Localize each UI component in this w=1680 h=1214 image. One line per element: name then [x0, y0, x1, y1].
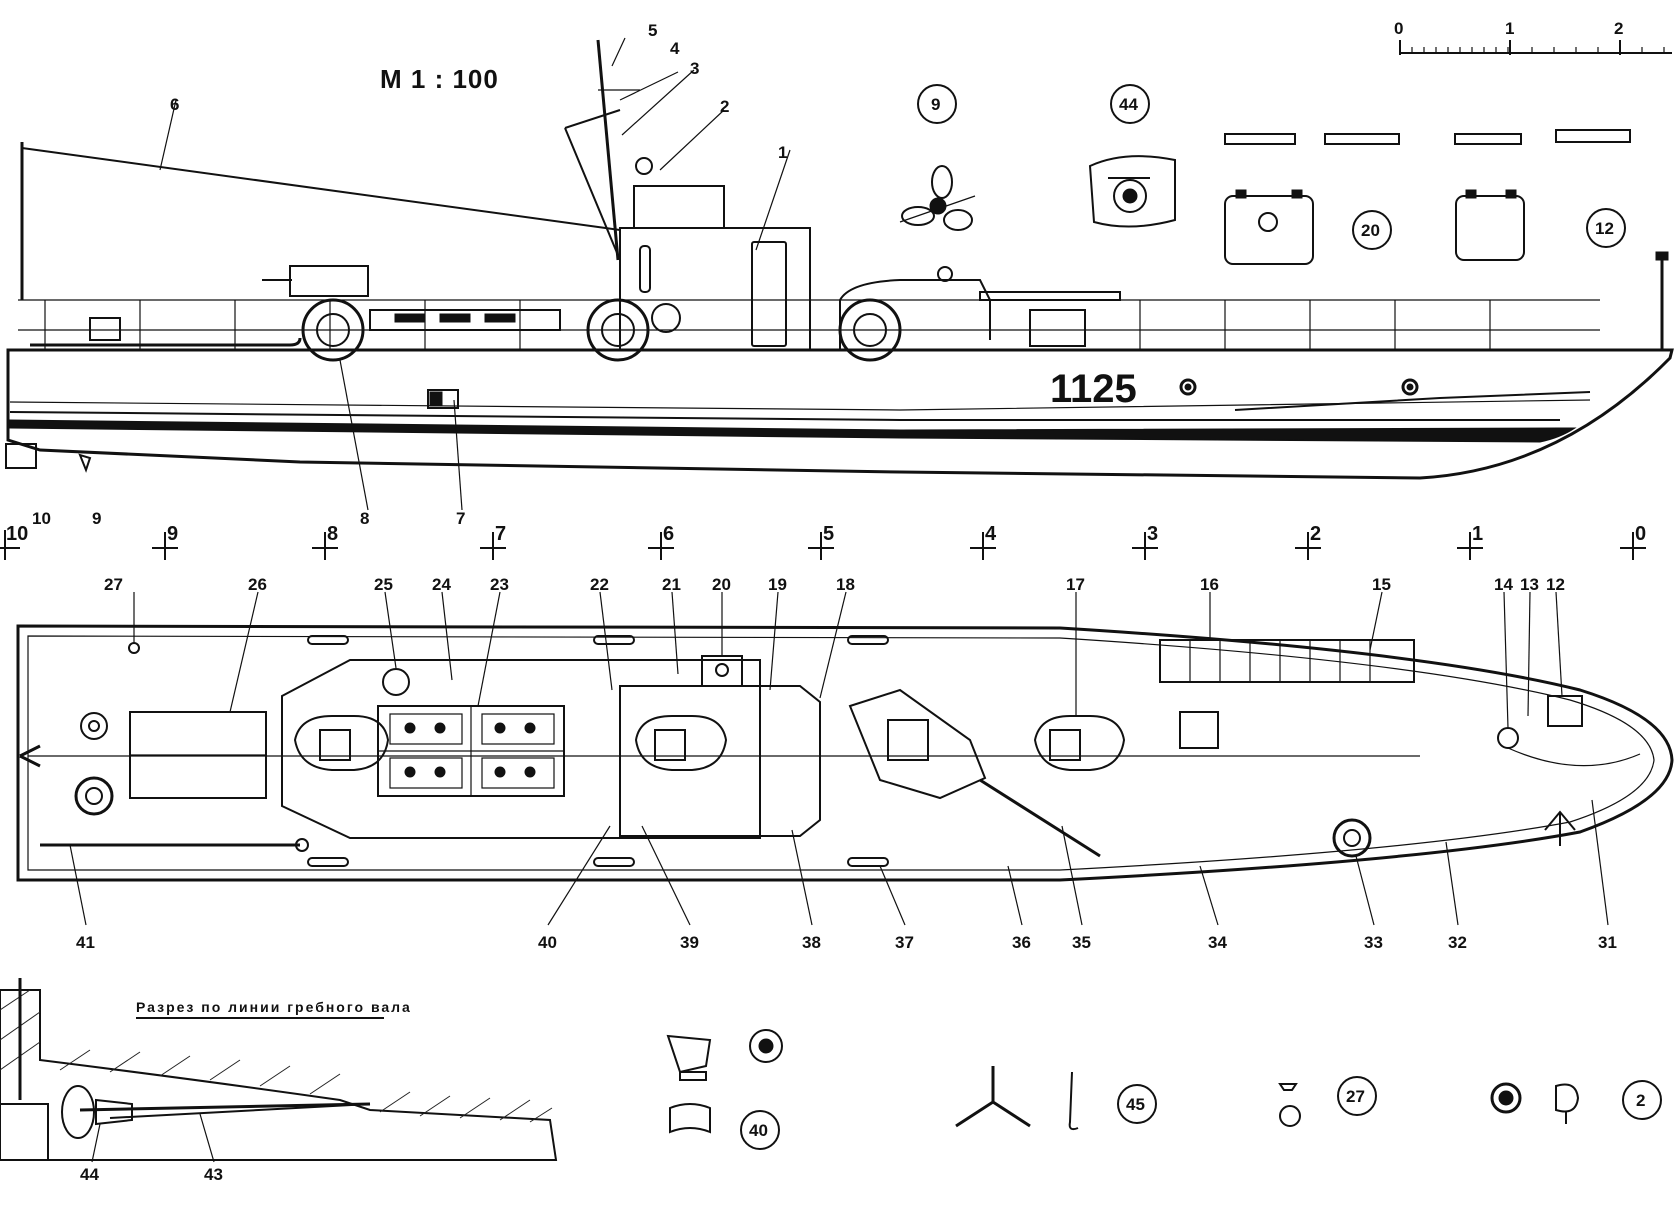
callout-plan-17: 17 — [1066, 575, 1085, 594]
callout-plan-18: 18 — [836, 575, 855, 594]
detail-40-label: 40 — [749, 1121, 768, 1140]
callout-plan-39: 39 — [680, 933, 699, 952]
callout-profile-3: 3 — [690, 59, 699, 78]
callout-plan-22: 22 — [590, 575, 609, 594]
detail-9-label: 9 — [931, 95, 940, 114]
frame-0: 0 — [1635, 523, 1646, 545]
callout-plan-37: 37 — [895, 933, 914, 952]
callout-plan-33: 33 — [1364, 933, 1383, 952]
detail-45-label: 45 — [1126, 1095, 1145, 1114]
bottom-detail-insets: 40 45 27 2 — [666, 1029, 1662, 1150]
callout-section-43: 43 — [204, 1165, 223, 1184]
callout-plan-24: 24 — [432, 575, 451, 594]
detail-2-label: 2 — [1636, 1091, 1645, 1110]
frame-7: 7 — [495, 523, 506, 545]
tripod-fitting-detail — [955, 1066, 1079, 1131]
detail-insets: 9 44 — [899, 84, 1631, 265]
frame-2: 2 — [1310, 523, 1321, 545]
frame-6: 6 — [663, 523, 674, 545]
fittings-row — [1224, 129, 1631, 145]
scale-label-2: 2 — [1614, 19, 1623, 38]
callout-profile-9: 9 — [92, 509, 101, 528]
callout-profile-2: 2 — [720, 97, 729, 116]
stern-tube-detail — [1088, 155, 1176, 228]
callout-plan-27: 27 — [104, 575, 123, 594]
plan-view: 27 26 25 24 23 22 21 20 19 18 17 16 15 1… — [16, 575, 1674, 952]
callout-profile-8: 8 — [360, 509, 369, 528]
callout-plan-34: 34 — [1208, 933, 1227, 952]
callout-plan-21: 21 — [662, 575, 681, 594]
callout-profile-1: 1 — [778, 143, 787, 162]
callout-plan-13: 13 — [1520, 575, 1539, 594]
propeller-icon — [899, 165, 976, 231]
callout-profile-4: 4 — [670, 39, 680, 58]
hatch-detail-20 — [1224, 189, 1314, 265]
callout-plan-40: 40 — [538, 933, 557, 952]
frame-5: 5 — [823, 523, 834, 545]
frame-9: 9 — [167, 523, 178, 545]
callout-profile-5: 5 — [648, 21, 657, 40]
scale-label-1: 1 — [1505, 19, 1514, 38]
callout-plan-38: 38 — [802, 933, 821, 952]
callout-plan-14: 14 — [1494, 575, 1513, 594]
frame-10: 10 — [6, 523, 28, 545]
callout-plan-20: 20 — [712, 575, 731, 594]
callout-plan-32: 32 — [1448, 933, 1467, 952]
scale-label-0: 0 — [1394, 19, 1403, 38]
frame-3: 3 — [1147, 523, 1158, 545]
section-caption: Разрез по линии гребного вала — [136, 999, 412, 1015]
callout-plan-25: 25 — [374, 575, 393, 594]
callout-plan-36: 36 — [1012, 933, 1031, 952]
callout-plan-35: 35 — [1072, 933, 1091, 952]
searchlight-icon — [1490, 1082, 1580, 1124]
detail-27-label: 27 — [1346, 1087, 1365, 1106]
scale-title: М 1 : 100 — [380, 64, 499, 94]
callout-profile-6: 6 — [170, 95, 179, 114]
side-profile-view: 1125 1 2 3 4 5 6 7 8 9 10 — [5, 21, 1674, 528]
callout-section-44: 44 — [80, 1165, 99, 1184]
detail-44-label: 44 — [1119, 95, 1138, 114]
callout-plan-41: 41 — [76, 933, 95, 952]
callout-plan-15: 15 — [1372, 575, 1391, 594]
scale-bar: 0 1 2 — [1394, 19, 1672, 55]
frame-1: 1 — [1472, 523, 1483, 545]
callout-plan-12: 12 — [1546, 575, 1565, 594]
callout-profile-7: 7 — [456, 509, 465, 528]
detail-12-label: 12 — [1595, 219, 1614, 238]
callout-plan-23: 23 — [490, 575, 509, 594]
fairlead-detail — [666, 1029, 783, 1134]
callout-plan-19: 19 — [768, 575, 787, 594]
vent-cap-detail — [1278, 1083, 1301, 1127]
shaft-section-view: Разрез по линии гребного вала — [0, 978, 558, 1184]
detail-20-label: 20 — [1361, 221, 1380, 240]
hull-number: 1125 — [1050, 367, 1137, 411]
callout-profile-10: 10 — [32, 509, 51, 528]
callout-plan-31: 31 — [1598, 933, 1617, 952]
hatch-detail-12 — [1455, 189, 1525, 261]
frame-8: 8 — [327, 523, 338, 545]
callout-plan-26: 26 — [248, 575, 267, 594]
frame-4: 4 — [985, 523, 997, 545]
frame-stations: 10 9 8 7 6 5 4 3 2 1 0 — [0, 523, 1646, 560]
callout-plan-16: 16 — [1200, 575, 1219, 594]
